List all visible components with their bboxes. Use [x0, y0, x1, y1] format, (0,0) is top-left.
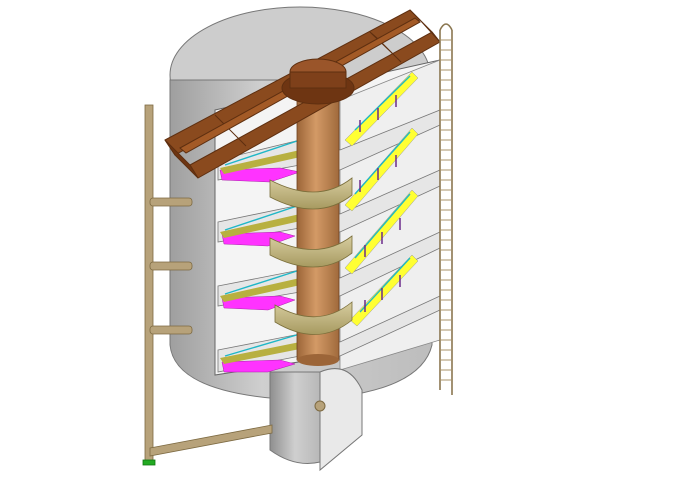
outlet-cone-interior	[319, 368, 363, 472]
outlet-cylinder	[269, 371, 321, 464]
tray-magenta-scraper	[221, 359, 296, 373]
shaft-bottom	[297, 354, 339, 366]
ladder-rung	[149, 261, 193, 271]
central-shaft	[269, 94, 353, 366]
drive-head-body	[289, 71, 347, 89]
cone-outlet	[269, 368, 363, 472]
tray-cyan-line	[224, 139, 301, 166]
ladder-upright	[144, 104, 154, 464]
tray-cyan-line	[354, 75, 411, 131]
tray-yellow-blade	[344, 127, 419, 212]
ladder-rung	[149, 197, 193, 207]
shaft-ring	[269, 235, 353, 268]
tray-cyan-line	[354, 193, 411, 259]
ladder-bottom-pipe	[149, 424, 273, 457]
tray-cyan-line	[359, 257, 411, 313]
bridge-crossbar	[164, 139, 199, 179]
tray	[217, 127, 441, 247]
ladder-top-hook	[439, 23, 453, 31]
tray	[217, 71, 441, 183]
ground-marker	[142, 459, 156, 466]
bridge-crossbar	[214, 114, 247, 147]
tray-yellow-blade	[344, 71, 419, 147]
shaft-ring	[269, 177, 353, 210]
tray-cyan-line	[224, 269, 301, 295]
tray-stack	[217, 71, 441, 373]
tray-cyan-line	[224, 333, 301, 357]
ladder-rungs	[440, 39, 452, 381]
purple-tick-marks	[359, 95, 401, 312]
outlet-nozzle	[314, 400, 326, 412]
vertical-ladder	[439, 23, 453, 395]
shaft-ring	[274, 301, 353, 335]
tray-olive-arm	[220, 342, 305, 364]
tray-olive-arm	[220, 150, 305, 174]
side-ladder	[142, 104, 273, 466]
tray-olive-arm	[220, 214, 305, 238]
tray-magenta-scraper	[219, 167, 301, 183]
tray-cyan-line	[354, 131, 411, 195]
ladder-rung	[149, 325, 193, 335]
bridge-crossbar	[369, 31, 402, 63]
tray-yellow-blade	[349, 254, 419, 327]
tray-cyan-line	[224, 204, 301, 231]
tray-olive-arm	[220, 278, 305, 302]
